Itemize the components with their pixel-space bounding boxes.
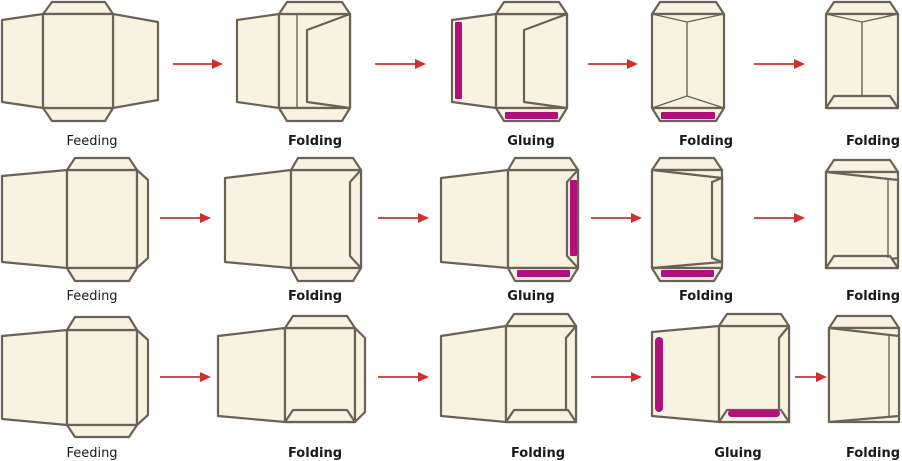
row-3-step-3-blank — [439, 312, 578, 424]
row-3-step-1-label: Feeding — [66, 446, 117, 461]
row-2-step-5-blank — [824, 158, 900, 270]
glue-strip — [728, 410, 780, 417]
row-3-arrow-3 — [591, 372, 642, 382]
row-2-arrow-2 — [378, 213, 429, 223]
glue-strip — [517, 270, 570, 277]
row-2-step-3-blank — [439, 156, 580, 283]
row-3-step-1-blank — [0, 315, 150, 439]
row-3-step-2-blank — [216, 314, 367, 424]
glue-strip — [505, 112, 558, 119]
row-3-arrow-2 — [378, 372, 429, 382]
row-3-step-5-blank — [827, 314, 901, 424]
row-1-step-5-blank — [824, 0, 900, 110]
row-1-step-4-blank — [650, 0, 726, 123]
row-2-step-1-blank — [0, 156, 150, 283]
row-2-step-2-blank — [223, 156, 363, 283]
glue-strip — [570, 180, 577, 256]
glue-strip — [455, 22, 462, 99]
row-2-step-2-label: Folding — [288, 289, 342, 304]
row-1-arrow-2 — [375, 59, 426, 69]
row-3-step-5-label: Folding — [846, 446, 900, 461]
glue-strip — [661, 112, 715, 119]
row-2-arrow-4 — [754, 213, 805, 223]
row-2: Feeding Folding Gluing — [0, 156, 900, 304]
row-3-step-4-blank — [650, 312, 791, 424]
row-3: Feeding Folding Folding — [0, 312, 901, 461]
row-1-step-2-label: Folding — [288, 134, 342, 149]
row-1-step-5-label: Folding — [846, 134, 900, 149]
row-1-step-2-blank — [235, 0, 352, 123]
row-1: Feeding Folding Glu — [0, 0, 900, 149]
row-1-arrow-4 — [754, 59, 805, 69]
row-2-step-4-label: Folding — [679, 289, 733, 304]
glue-strip — [661, 270, 714, 277]
row-2-arrow-1 — [160, 213, 211, 223]
row-3-step-3-label: Folding — [511, 446, 565, 461]
row-2-step-4-blank — [650, 156, 724, 283]
row-1-arrow-1 — [173, 59, 223, 69]
row-2-step-5-label: Folding — [846, 289, 900, 304]
row-3-arrow-1 — [160, 372, 211, 382]
row-2-step-3-label: Gluing — [507, 289, 554, 304]
row-3-step-2-label: Folding — [288, 446, 342, 461]
row-3-arrow-4 — [795, 372, 827, 382]
row-1-arrow-3 — [588, 59, 638, 69]
row-2-step-1-label: Feeding — [66, 289, 117, 304]
glue-strip — [655, 337, 663, 412]
row-1-step-1-blank — [0, 0, 160, 123]
row-1-step-3-label: Gluing — [507, 134, 554, 149]
row-1-step-1-label: Feeding — [66, 134, 117, 149]
row-1-step-4-label: Folding — [679, 134, 733, 149]
row-1-step-3-blank — [450, 0, 569, 123]
row-2-arrow-3 — [591, 213, 642, 223]
row-3-step-4-label: Gluing — [714, 446, 761, 461]
